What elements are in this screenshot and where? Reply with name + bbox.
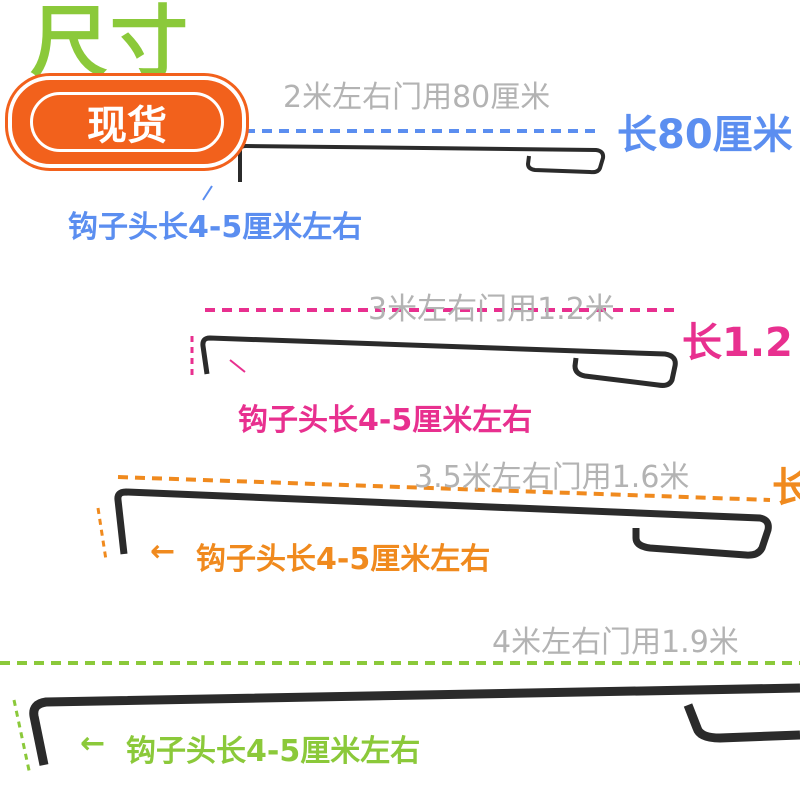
arrow-icon: [202, 185, 213, 201]
length-label-1-6m: 长: [772, 465, 800, 511]
hook-rod-1-6m: [114, 488, 772, 559]
hook-note-1-9m: 钩子头长4-5厘米左右: [126, 734, 421, 769]
measure-line-1-6m: [117, 475, 771, 502]
door-label-80cm: 2米左右门用80厘米: [283, 80, 551, 115]
hook-rod-1-9m: [29, 683, 800, 766]
hook-note-1-6m: 钩子头长4-5厘米左右: [196, 542, 491, 577]
length-label-1-2m: 长1.2: [682, 320, 793, 366]
in-stock-badge: 现货: [8, 76, 246, 168]
door-label-1-2m: 3米左右门用1.2米: [368, 292, 615, 327]
in-stock-badge-label: 现货: [30, 92, 224, 152]
size-title: 尺寸: [30, 0, 191, 88]
door-label-1-9m: 4米左右门用1.9米: [492, 625, 739, 660]
hook-note-1-2m: 钩子头长4-5厘米左右: [238, 403, 533, 438]
arrow-icon: ←: [150, 534, 176, 569]
measure-tick-hook: [96, 507, 108, 561]
measure-tick-hook: [12, 699, 32, 776]
door-label-1-6m: 3.5米左右门用1.6米: [414, 460, 690, 495]
arrow-icon: [229, 359, 246, 373]
hook-rod-80cm: [238, 143, 606, 182]
hook-rod-1-9m-end: [683, 703, 800, 743]
hook-rod-1-2m: [200, 335, 678, 388]
arrow-icon: ←: [80, 726, 106, 761]
hook-note-80cm: 钩子头长4-5厘米左右: [68, 210, 363, 245]
length-label-80cm: 长80厘米: [617, 112, 793, 158]
